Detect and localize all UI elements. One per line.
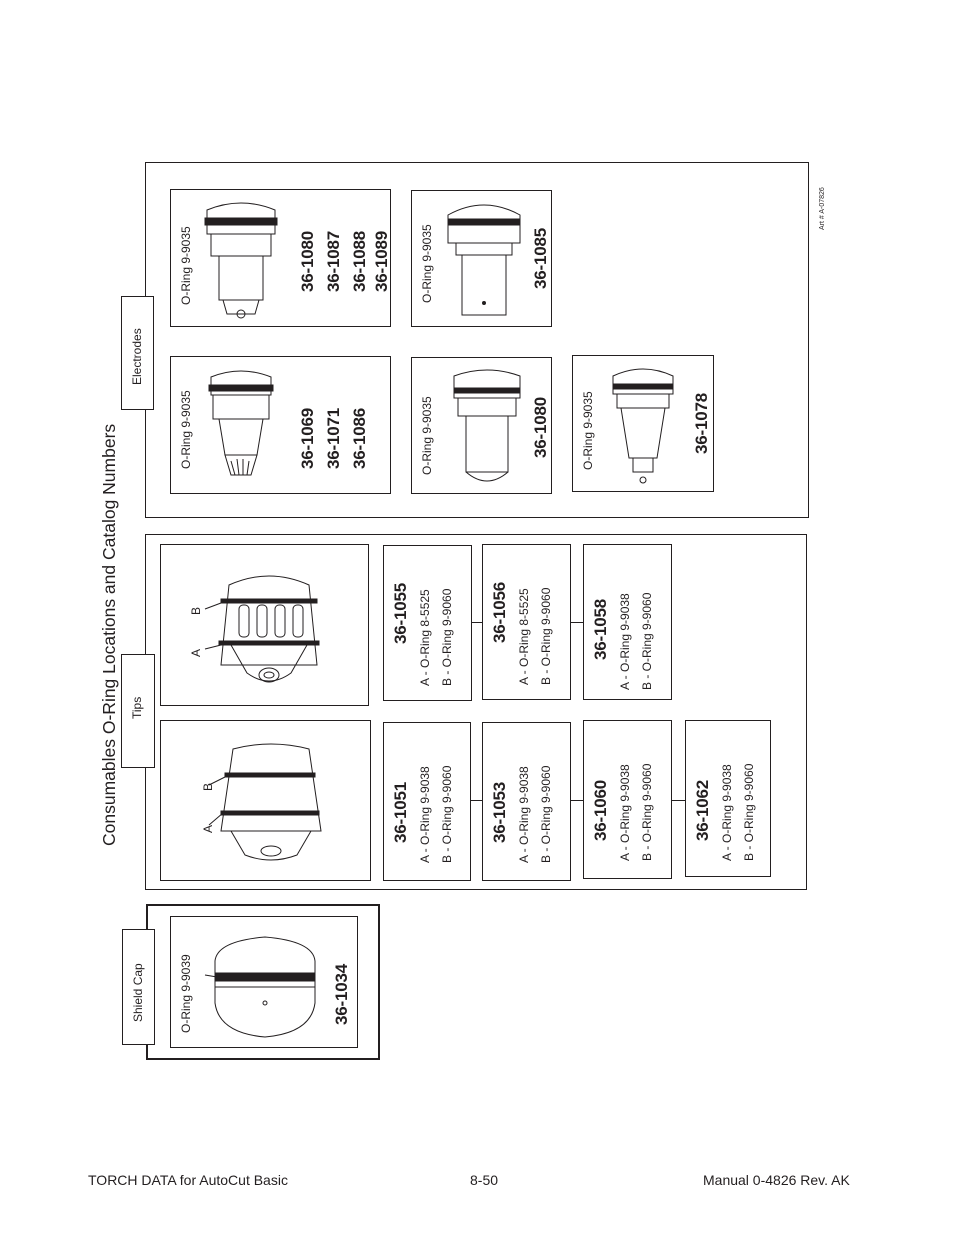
electrode-card-3: O-Ring 9-9035 36-1080	[411, 357, 552, 494]
tips-tab-label: Tips	[130, 696, 144, 719]
tip-oring-b: B - O-Ring 9-9060	[440, 588, 454, 686]
electrode-3-image	[453, 369, 521, 482]
tip-card-36-1056: 36-1056 A - O-Ring 8-5525 B - O-Ring 9-9…	[482, 544, 571, 700]
electrode-4-image	[447, 204, 521, 316]
electrode-2-image	[204, 202, 278, 319]
tip-image-box-left: A B	[160, 720, 371, 881]
tip-image-left	[208, 743, 322, 861]
art-number: Art # A-07826	[819, 187, 826, 230]
tip-label-b: B	[189, 606, 203, 615]
electrodes-tab-label: Electrodes	[130, 328, 144, 385]
electrode-5-part-1: 36-1078	[692, 393, 711, 454]
electrode-1-image	[208, 370, 274, 476]
tip-connector-right	[571, 622, 583, 623]
electrode-3-part-1: 36-1080	[531, 397, 550, 458]
tip-oring-b: B - O-Ring 9-9060	[640, 763, 654, 861]
electrode-2-part-4: 36-1089	[372, 231, 391, 292]
tip-oring-a: A - O-Ring 9-9038	[618, 593, 632, 690]
tip-card-36-1053: 36-1053 A - O-Ring 9-9038 B - O-Ring 9-9…	[482, 722, 571, 881]
tip-label-a: A	[201, 824, 215, 833]
tip-part-number: 36-1056	[490, 582, 509, 643]
electrode-2-part-2: 36-1087	[324, 231, 343, 292]
electrode-5-image	[612, 368, 674, 484]
electrode-card-5: O-Ring 9-9035 36-1078	[572, 355, 714, 492]
shield-cap-tab-label: Shield Cap	[131, 963, 145, 1022]
tip-oring-a: A - O-Ring 8-5525	[517, 588, 531, 685]
tip-card-36-1055: 36-1055 A - O-Ring 8-5525 B - O-Ring 9-9…	[383, 545, 472, 701]
tip-oring-a: A - O-Ring 9-9038	[418, 766, 432, 863]
electrode-1-part-3: 36-1086	[350, 408, 369, 469]
tip-card-36-1062: 36-1062 A - O-Ring 9-9038 B - O-Ring 9-9…	[685, 720, 771, 877]
footer-right: Manual 0-4826 Rev. AK	[703, 1172, 850, 1188]
footer-left: TORCH DATA for AutoCut Basic	[88, 1172, 288, 1188]
tip-oring-a: A - O-Ring 9-9038	[720, 764, 734, 861]
tip-image-right	[204, 575, 320, 683]
shield-cap-card: O-Ring 9-9039 36-1034	[170, 916, 358, 1048]
tip-part-number: 36-1053	[490, 782, 509, 843]
tip-part-number: 36-1062	[693, 780, 712, 841]
electrode-card-1: O-Ring 9-9035 36-1069 36-1071 36-1086	[170, 356, 391, 494]
shield-cap-part: 36-1034	[332, 964, 351, 1025]
tip-oring-a: A - O-Ring 9-9038	[618, 764, 632, 861]
tip-label-a: A	[189, 648, 203, 657]
electrode-card-4: O-Ring 9-9035 36-1085	[411, 190, 552, 327]
tip-part-number: 36-1058	[591, 599, 610, 660]
electrode-4-part-1: 36-1085	[531, 228, 550, 289]
tip-oring-b: B - O-Ring 9-9060	[640, 592, 654, 690]
footer-page-number: 8-50	[470, 1172, 499, 1188]
tip-card-36-1051: 36-1051 A - O-Ring 9-9038 B - O-Ring 9-9…	[383, 722, 471, 881]
tip-connector-left	[471, 800, 482, 801]
tip-oring-b: B - O-Ring 9-9060	[539, 765, 553, 863]
electrode-1-part-1: 36-1069	[298, 408, 317, 469]
shield-cap-image	[204, 936, 316, 1038]
tip-oring-b: B - O-Ring 9-9060	[539, 587, 553, 685]
page-title: Consumables O-Ring Locations and Catalog…	[99, 423, 119, 846]
tip-part-number: 36-1055	[391, 583, 410, 644]
tip-label-b: B	[201, 782, 215, 791]
tip-connector-left	[672, 800, 685, 801]
tip-oring-a: A - O-Ring 9-9038	[517, 766, 531, 863]
electrode-card-2: O-Ring 9-9035 36-1080 36-1087 36-1088 36…	[170, 189, 391, 327]
electrodes-tab: Electrodes	[121, 296, 154, 410]
shield-cap-tab: Shield Cap	[122, 929, 155, 1045]
tip-card-36-1060: 36-1060 A - O-Ring 9-9038 B - O-Ring 9-9…	[583, 720, 672, 879]
tip-oring-b: B - O-Ring 9-9060	[742, 763, 756, 861]
electrode-1-part-2: 36-1071	[324, 408, 343, 469]
tip-connector-left	[571, 800, 583, 801]
tip-card-36-1058: 36-1058 A - O-Ring 9-9038 B - O-Ring 9-9…	[583, 544, 672, 700]
tip-oring-b: B - O-Ring 9-9060	[440, 765, 454, 863]
tip-part-number: 36-1051	[391, 782, 410, 843]
tip-connector-right	[472, 622, 482, 623]
tip-image-box-right: A B	[160, 544, 369, 706]
tip-oring-a: A - O-Ring 8-5525	[418, 589, 432, 686]
electrode-2-part-1: 36-1080	[298, 231, 317, 292]
tip-part-number: 36-1060	[591, 780, 610, 841]
tips-tab: Tips	[121, 654, 155, 768]
